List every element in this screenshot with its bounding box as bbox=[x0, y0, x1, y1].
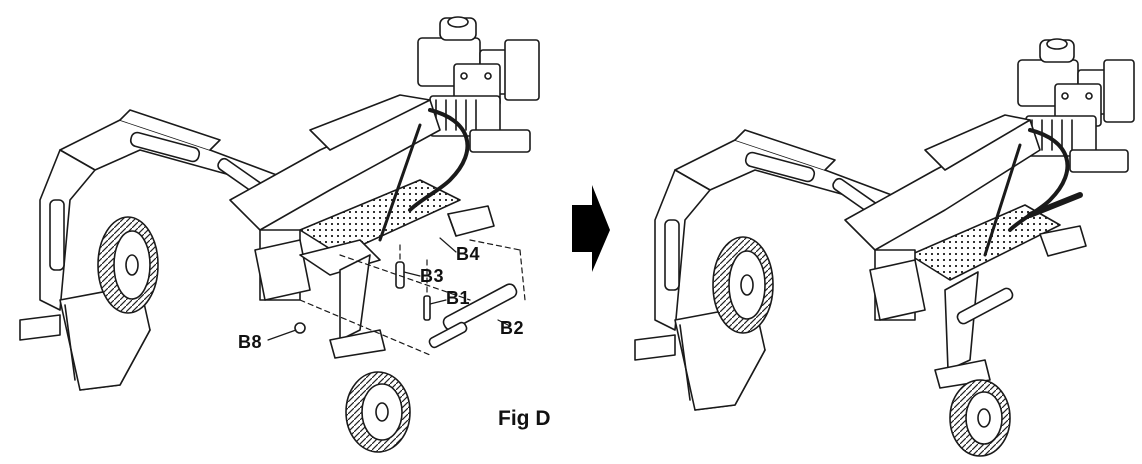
left-drive-wheel bbox=[712, 236, 774, 334]
caster-wheel bbox=[949, 379, 1011, 457]
figure-caption: Fig D bbox=[498, 407, 551, 430]
washer-b8 bbox=[294, 322, 306, 334]
boom-arm bbox=[39, 109, 301, 311]
caster-wheel bbox=[345, 371, 411, 453]
pin-b3 bbox=[395, 261, 405, 289]
right-arrow-icon bbox=[572, 185, 610, 272]
cylinder-b2 bbox=[428, 283, 518, 349]
label-b2: B2 bbox=[500, 318, 525, 338]
exploded-view-machine bbox=[19, 16, 540, 453]
engine bbox=[1017, 38, 1135, 173]
label-b8: B8 bbox=[238, 332, 263, 352]
label-b4: B4 bbox=[456, 244, 481, 264]
support-leg bbox=[329, 254, 386, 359]
label-b3: B3 bbox=[420, 266, 445, 286]
support-leg bbox=[934, 271, 1014, 389]
assembled-view-machine bbox=[634, 38, 1135, 457]
label-b1: B1 bbox=[446, 288, 471, 308]
assembly-guide-lines bbox=[299, 239, 526, 356]
left-drive-wheel bbox=[97, 216, 159, 314]
block-b4 bbox=[447, 205, 495, 237]
main-frame bbox=[844, 114, 1083, 321]
main-frame bbox=[229, 94, 470, 301]
block-b4 bbox=[1039, 225, 1087, 257]
engine bbox=[417, 16, 540, 153]
leader-lines bbox=[267, 237, 511, 341]
pin-b1 bbox=[423, 295, 431, 321]
